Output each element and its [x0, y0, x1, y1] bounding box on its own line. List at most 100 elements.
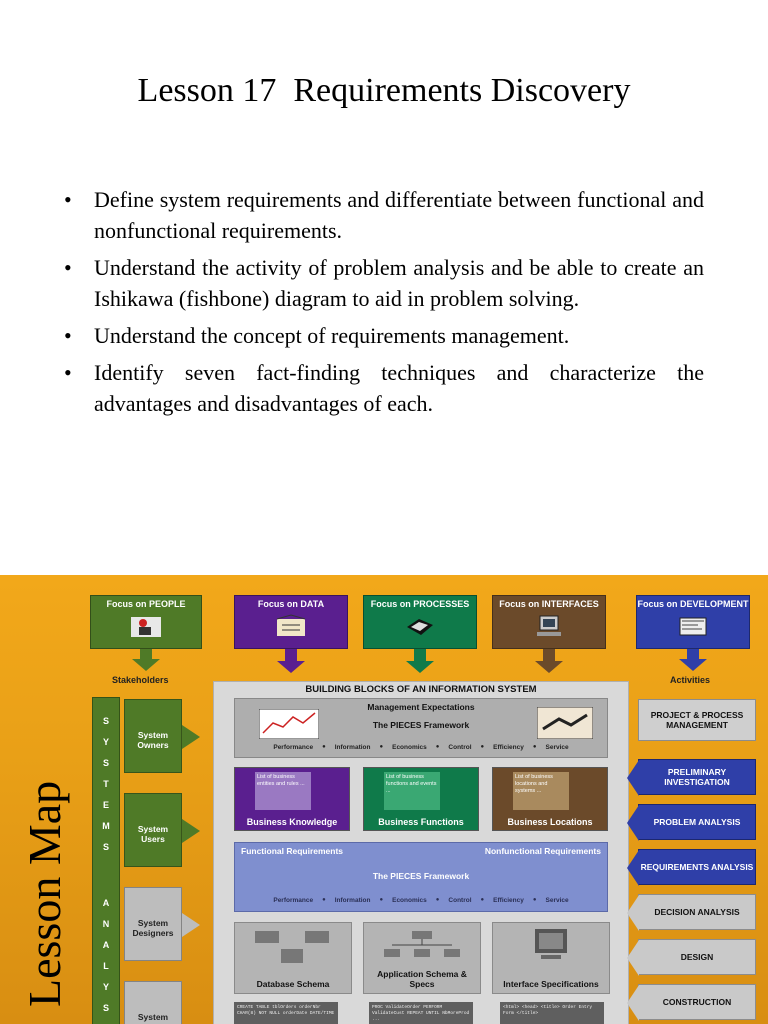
development-icon	[679, 617, 707, 636]
pieces-item: Economics	[392, 744, 427, 751]
focus-label: Focus on INTERFACES	[499, 599, 599, 609]
pieces-items: Performance● Information● Economics● Con…	[273, 897, 569, 904]
table-icon	[255, 931, 329, 963]
arrow-down-icon	[277, 661, 305, 673]
sa-letter: T	[103, 779, 109, 789]
activity-label: PRELIMINARY INVESTIGATION	[664, 767, 730, 787]
arrow-left-icon	[627, 850, 639, 886]
focus-data: Focus on DATA	[234, 595, 348, 649]
knowledge-label: Business Knowledge	[246, 817, 338, 827]
focus-development: Focus on DEVELOPMENT	[636, 595, 750, 649]
building-blocks-title: BUILDING BLOCKS OF AN INFORMATION SYSTEM	[305, 684, 537, 695]
objectives-list: • Define system requirements and differen…	[62, 184, 704, 425]
list-item: • Understand the activity of problem anal…	[62, 252, 704, 314]
arrow-left-icon	[627, 760, 639, 796]
sa-letter: S	[102, 1003, 109, 1013]
pieces-item: Efficiency	[493, 744, 524, 751]
knowledge-label: Business Functions	[378, 817, 464, 827]
activity-project-management: PROJECT & PROCESS MANAGEMENT	[638, 699, 756, 741]
bullet-text: Define system requirements and different…	[94, 187, 704, 243]
code-snippet: <html> <head> <title> Order Entry Form <…	[500, 1002, 604, 1024]
sa-letter: Y	[102, 982, 109, 992]
activity-label: CONSTRUCTION	[662, 997, 732, 1007]
activity-construction: CONSTRUCTION	[627, 984, 756, 1021]
role-system-users: System Users	[124, 793, 182, 867]
lesson-map-diagram: Lesson Map Focus on PEOPLE Focus on DATA…	[0, 575, 768, 1024]
design-label: Application Schema & Specs	[377, 969, 467, 989]
lesson-map-title: Lesson Map	[14, 725, 74, 1015]
arrow-left-icon	[627, 940, 639, 976]
pieces-item: Service	[545, 744, 569, 751]
pieces-item: Information	[334, 897, 371, 904]
bullet-glyph: •	[64, 360, 72, 385]
bullet-text: Understand the activity of problem analy…	[94, 255, 704, 311]
list-item: •Understand the concept of requirements …	[62, 320, 704, 351]
application-schema-box: Application Schema & Specs	[363, 922, 481, 994]
design-label: Interface Specifications	[503, 979, 599, 989]
systems-analyst-column: S Y S T E M S A N A L Y S T	[92, 697, 120, 1024]
role-label: System Designers	[132, 918, 174, 938]
people-icon	[131, 617, 161, 637]
interfaces-icon	[537, 615, 561, 636]
arrow-right-icon	[182, 819, 200, 843]
pieces-item: Information	[334, 744, 371, 751]
pieces-item: Efficiency	[493, 897, 524, 904]
focus-people: Focus on PEOPLE	[90, 595, 202, 649]
knowledge-list: List of business entities and rules ...	[255, 772, 311, 810]
lesson-map-title-text: Lesson Map	[19, 781, 70, 1007]
role-label: System	[137, 1012, 169, 1022]
interface-specifications-box: Interface Specifications	[492, 922, 610, 994]
role-system-designers: System Designers	[124, 887, 182, 961]
pieces-item: Control	[448, 744, 472, 751]
building-blocks-panel: BUILDING BLOCKS OF AN INFORMATION SYSTEM…	[213, 681, 629, 1024]
activity-problem-analysis: PROBLEM ANALYSIS	[627, 804, 756, 841]
knowledge-list: List of business functions and events ..…	[384, 772, 440, 810]
activity-design: DESIGN	[627, 939, 756, 976]
sa-letter: S	[102, 716, 109, 726]
sa-letter: N	[102, 919, 110, 929]
knowledge-label: Business Locations	[507, 817, 593, 827]
data-icon	[276, 614, 306, 636]
activity-label: PROBLEM ANALYSIS	[653, 817, 741, 827]
sa-letter: A	[102, 940, 110, 950]
business-knowledge-box: List of business entities and rules ... …	[234, 767, 350, 831]
focus-processes: Focus on PROCESSES	[363, 595, 477, 649]
activity-preliminary-investigation: PRELIMINARY INVESTIGATION	[627, 759, 756, 796]
focus-label: Focus on DATA	[257, 599, 325, 609]
arrow-down-icon	[140, 649, 152, 659]
sa-letter: S	[102, 758, 109, 768]
sa-letter: A	[102, 898, 110, 908]
database-schema-box: Database Schema	[234, 922, 352, 994]
chart-icon	[259, 709, 319, 739]
stakeholders-label: Stakeholders	[112, 675, 169, 685]
sa-letter: M	[102, 821, 110, 831]
activity-decision-analysis: DECISION ANALYSIS	[627, 894, 756, 931]
pieces-item: Performance	[273, 744, 314, 751]
functional-requirements-label: Functional Requirements	[241, 846, 344, 856]
arrow-down-icon	[414, 649, 426, 661]
design-label: Database Schema	[256, 979, 330, 989]
bullet-glyph: •	[64, 323, 72, 348]
activity-label: PROJECT & PROCESS MANAGEMENT	[650, 710, 744, 730]
pieces-framework-label: The PIECES Framework	[372, 720, 470, 730]
bullet-text: Identify seven fact-finding techniques a…	[94, 360, 704, 416]
sa-letter: L	[103, 961, 109, 971]
arrow-left-icon	[627, 895, 639, 931]
role-label: System Users	[137, 824, 169, 844]
pieces-item: Performance	[273, 897, 314, 904]
arrow-right-icon	[182, 725, 200, 749]
focus-label: Focus on DEVELOPMENT	[637, 599, 749, 609]
arrow-down-icon	[687, 649, 699, 659]
focus-label: Focus on PEOPLE	[106, 599, 186, 609]
arrow-down-icon	[285, 649, 297, 661]
bullet-glyph: •	[64, 255, 72, 280]
code-snippet: CREATE TABLE tblOrders orderNbr CHAR(8) …	[234, 1002, 338, 1024]
pieces-item: Control	[448, 897, 472, 904]
business-functions-box: List of business functions and events ..…	[363, 767, 479, 831]
bullet-glyph: •	[64, 187, 72, 212]
arrow-down-icon	[535, 661, 563, 673]
computer-icon	[535, 929, 567, 959]
processes-icon	[407, 619, 433, 635]
activity-label: DECISION ANALYSIS	[654, 907, 740, 917]
arrow-down-icon	[543, 649, 555, 661]
